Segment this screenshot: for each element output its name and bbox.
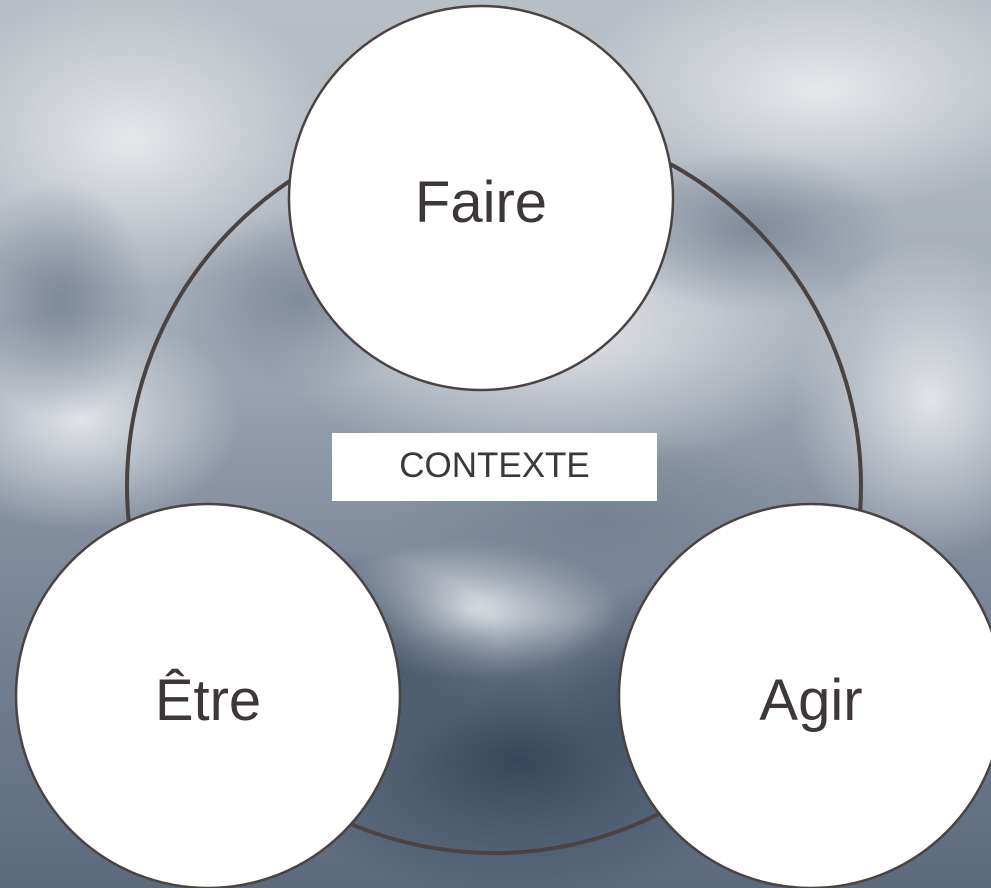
node-agir: Agir (617, 502, 991, 888)
context-label: CONTEXTE (399, 446, 590, 485)
node-etre-label: Être (155, 668, 261, 733)
context-box: CONTEXTE (332, 433, 657, 501)
node-faire: Faire (287, 4, 675, 392)
node-etre: Être (14, 502, 402, 888)
node-agir-label: Agir (759, 668, 862, 733)
node-faire-label: Faire (415, 170, 547, 235)
